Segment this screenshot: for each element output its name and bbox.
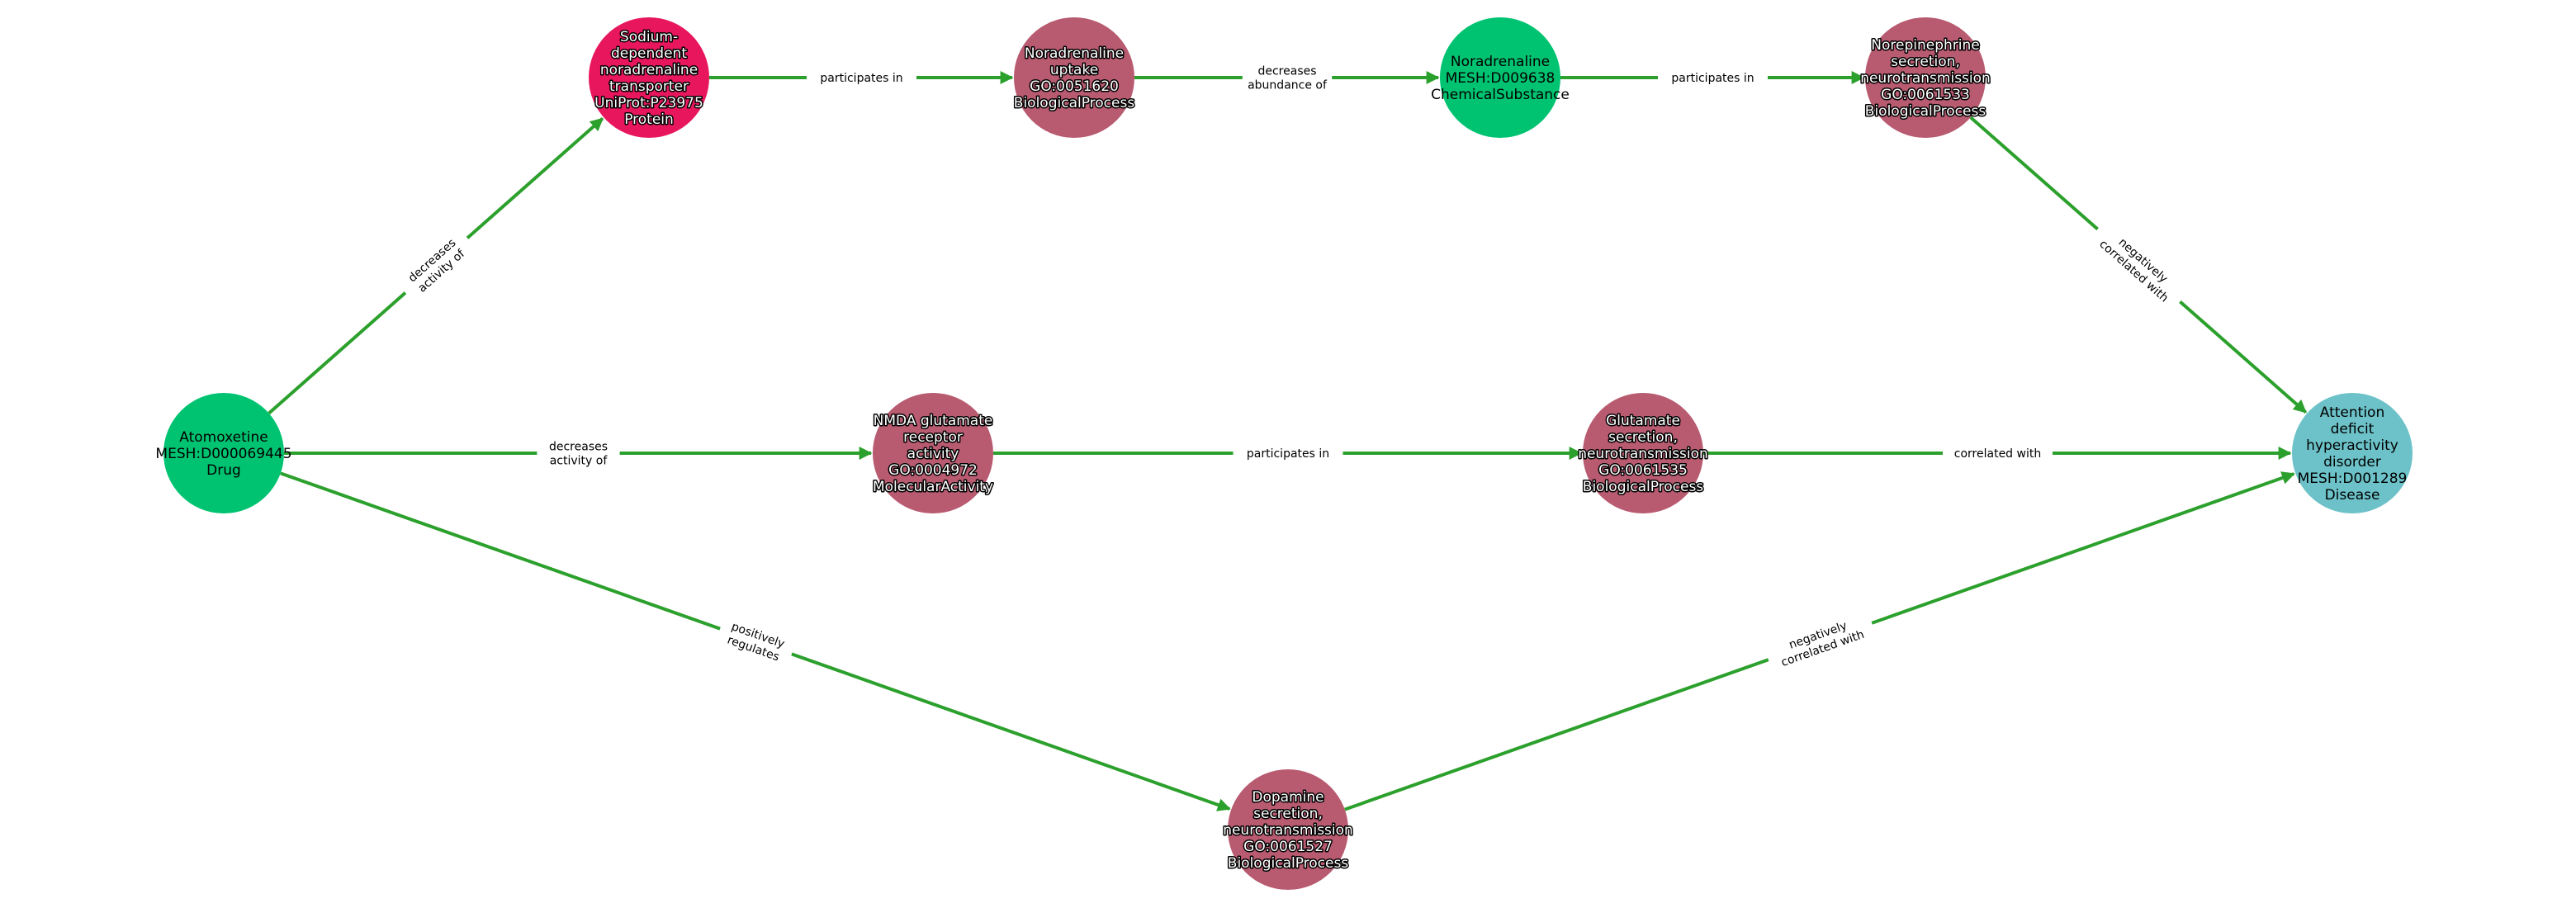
node-circle[interactable] [873,393,993,513]
node-label: ChemicalSubstance [1431,87,1570,103]
node-label: secretion, [1608,429,1678,446]
node-label: MESH:D009638 [1446,70,1556,87]
node-dopamine[interactable]: Dopaminesecretion,neurotransmissionGO:00… [1222,769,1354,890]
edge-label-background [395,226,478,305]
edge-label: participates in [1233,444,1343,462]
node-label: MolecularActivity [873,479,993,495]
node-label: MESH:D001289 [2298,471,2408,487]
node-label: GO:0061535 [1598,462,1688,479]
node-label: receptor [903,429,963,446]
edge-label-text: participates in [1247,447,1329,461]
edge-label-text: decreases [1257,65,1316,78]
node-label: neurotransmission [1860,70,1991,87]
node-label: Protein [624,111,674,128]
node-label: BiologicalProcess [1865,103,1986,120]
node-circle[interactable] [1583,393,1703,513]
node-label: noradrenaline [600,62,698,78]
node-circle[interactable] [1865,17,1986,138]
node-label: Noradrenaline [1451,54,1550,70]
node-glutamate[interactable]: Glutamatesecretion,neurotransmissionGO:0… [1577,393,1709,513]
node-label: deficit [2331,421,2375,437]
node-label: secretion, [1891,54,1960,70]
node-circle[interactable] [1228,769,1348,890]
node-adhd[interactable]: AttentiondeficithyperactivitydisorderMES… [2292,393,2413,513]
edge-label-background [1658,69,1768,87]
node-label: secretion, [1253,806,1323,822]
node-label: BiologicalProcess [1583,479,1704,495]
edge-label-background [1763,608,1878,675]
node-label: GO:0004972 [888,462,978,479]
edge-label-text: decreases [549,441,608,454]
edge-label-background [1242,62,1333,93]
node-label: neurotransmission [1578,446,1708,462]
edge-label: correlated with [1943,444,2053,462]
node-label: Drug [206,462,241,479]
node-circle[interactable] [1440,17,1560,138]
edge-label: participates in [1658,69,1768,87]
node-circle[interactable] [163,393,284,513]
node-circle[interactable] [589,17,709,138]
node-label: Norepinephrine [1871,37,1979,54]
edge-label-text: correlated with [1954,447,2041,461]
node-label: Attention [2320,404,2384,421]
node-label: activity [907,446,959,462]
edge-label: participates in [807,69,916,87]
node-label: Disease [2325,487,2380,504]
edge-label-background [537,437,620,469]
edge-label-text: activity of [550,455,608,468]
node-nmda[interactable]: NMDA glutamatereceptoractivityGO:0004972… [871,393,995,513]
node-circle[interactable] [2292,393,2413,513]
node-uptake[interactable]: NoradrenalineuptakeGO:0051620BiologicalP… [1012,17,1136,138]
edge-label-text: participates in [820,72,902,85]
node-label: Glutamate [1606,413,1680,429]
node-label: hyperactivity [2306,437,2398,454]
edge-label-background [2087,217,2190,314]
node-label: BiologicalProcess [1014,95,1135,111]
edge-label-text: abundance of [1248,79,1328,92]
node-label: GO:0061527 [1243,839,1333,855]
node-sodium[interactable]: Sodium-dependentnoradrenalinetransporter… [589,17,709,138]
node-label: transporter [609,78,689,95]
edge-label-background [714,613,798,669]
node-label: UniProt:P23975 [594,95,703,111]
edge-label-background [1943,444,2053,462]
edge-label-text: participates in [1671,72,1754,85]
node-label: MESH:D000069445 [155,446,291,462]
node-norepinephrine[interactable]: Norepinephrinesecretion,neurotransmissio… [1859,17,1991,138]
node-label: neurotransmission [1223,822,1353,839]
node-label: NMDA glutamate [874,413,993,429]
edge-label-background [1233,444,1343,462]
node-label: uptake [1050,62,1098,78]
node-label: disorder [2323,454,2381,471]
node-label: Noradrenaline [1025,45,1124,62]
node-label: Dopamine [1252,789,1324,806]
node-label: Atomoxetine [179,429,268,446]
node-label: BiologicalProcess [1228,855,1349,872]
node-label: dependent [611,45,687,62]
node-label: GO:0061533 [1881,87,1970,103]
node-label: GO:0051620 [1030,78,1119,95]
node-noradrenaline[interactable]: NoradrenalineMESH:D009638ChemicalSubstan… [1431,17,1570,138]
edge-label-background [807,69,916,87]
node-circle[interactable] [1014,17,1134,138]
node-label: Sodium- [620,29,678,45]
